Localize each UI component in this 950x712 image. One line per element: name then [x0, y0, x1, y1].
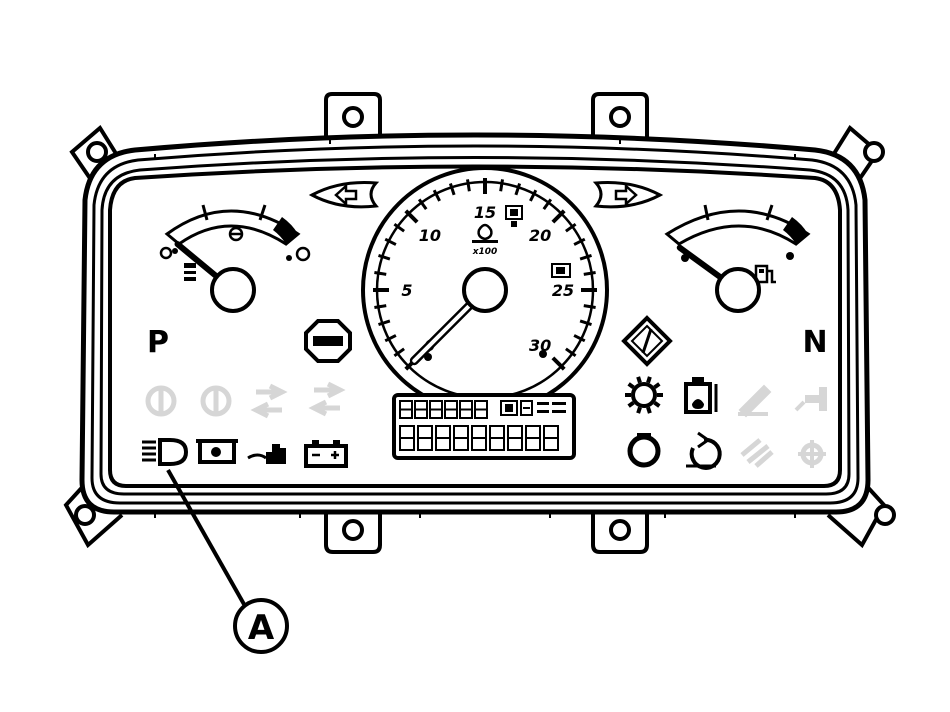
inactive-pto-icon: [794, 387, 827, 412]
tach-label: 15: [474, 203, 496, 222]
sun-ray: [653, 401, 661, 408]
bezel-ticks: [154, 140, 796, 518]
tach-tick: [565, 347, 577, 358]
tach-tick: [583, 304, 596, 310]
brake-icon-1: [145, 385, 177, 417]
sun-ray: [627, 401, 635, 408]
sun-ray: [646, 376, 652, 384]
tach-label: 30: [529, 336, 551, 355]
sun-ray: [646, 406, 652, 414]
inactive-creep-icon-1: [740, 438, 774, 468]
tach-tick: [551, 209, 566, 224]
tach-tick: [579, 319, 592, 327]
tach-tick: [374, 304, 387, 310]
regeneration-icon: [686, 431, 722, 470]
lcd-fuel-icon: [520, 400, 533, 416]
tach-tick: [448, 183, 456, 196]
sun-ray: [636, 406, 642, 414]
fuel-gauge-red-zone: [783, 217, 808, 244]
sun-ray: [636, 376, 642, 384]
tach-tick: [417, 198, 428, 210]
tachometer: 051015202530 x100: [361, 166, 609, 414]
inactive-pen-icon: [738, 384, 772, 418]
callout-label: A: [248, 608, 275, 648]
tach-tick: [529, 189, 538, 202]
tach-tick: [374, 270, 387, 276]
tach-tick: [404, 209, 419, 224]
work-light-icon: [196, 439, 238, 464]
stop-warning-icon: [304, 319, 352, 363]
engine-oil-icon: [472, 223, 498, 243]
tach-label: 5: [401, 281, 412, 300]
tach-tick: [514, 183, 522, 196]
glow-plug-icon: [247, 444, 286, 464]
temp-gauge-red-zone: [273, 217, 298, 244]
tach-tick: [565, 222, 577, 233]
coolant-temperature-gauge: [159, 204, 311, 313]
engine-coolant-level-icon: [627, 433, 661, 468]
inactive-indicators-left: [145, 381, 346, 419]
callout-circle: [233, 598, 289, 654]
fuel-gauge: [664, 204, 811, 313]
tach-hub: [462, 267, 508, 313]
tach-tick: [579, 253, 592, 261]
callout-leader-line: [166, 469, 247, 607]
fuel-gauge-hub: [715, 267, 761, 313]
tach-hour-icon-upper: [505, 205, 523, 227]
tach-tick: [378, 319, 391, 327]
tach-tick: [573, 334, 586, 343]
tach-tick: [583, 270, 596, 276]
mounting-tab-top-left: [324, 92, 382, 140]
lcd-bottom-row: [399, 425, 559, 451]
tach-tick: [393, 222, 405, 233]
lcd-unit-glyphs: [537, 402, 566, 413]
tach-tick: [542, 198, 553, 210]
mounting-tab-top-right: [591, 92, 649, 140]
tach-tick: [393, 347, 405, 358]
lcd-display: [392, 393, 576, 460]
callout-a: A: [166, 469, 289, 654]
tach-tick: [465, 179, 471, 192]
master-warning-icon: [621, 315, 673, 367]
tach-tick: [499, 179, 505, 192]
tach-multiplier-label: x100: [472, 247, 498, 257]
temp-cold-dot: [159, 246, 173, 260]
inactive-indicators-right: [738, 384, 827, 468]
neutral-indicator-label: N: [802, 325, 827, 360]
brake-icon-2: [200, 385, 232, 417]
tach-label: 25: [552, 281, 574, 300]
tach-tick: [551, 356, 566, 371]
tach-hour-icon-lower: [551, 263, 571, 278]
left-turn-signal-icon: [308, 181, 380, 209]
sun-ray: [627, 382, 635, 389]
sun-ray: [653, 382, 661, 389]
right-turn-signal-icon: [592, 181, 664, 209]
lcd-hourmeter-icon: [500, 400, 518, 416]
tach-label: 20: [529, 226, 551, 245]
lcd-top-row: [399, 400, 488, 419]
battery-icon: [304, 440, 348, 468]
mounting-tab-bottom-left: [324, 505, 382, 554]
tach-tick: [432, 189, 441, 202]
mounting-tab-bottom-right: [591, 505, 649, 554]
park-indicator-label: P: [147, 325, 169, 360]
coolant-temperature-icon: [184, 263, 196, 281]
inactive-creep-icon-2: [798, 440, 826, 468]
transfer-arrows-icon-2: [308, 381, 346, 417]
tach-tick-marks: [373, 178, 597, 371]
temp-hot-dot: [295, 246, 311, 262]
tach-tick: [378, 253, 391, 261]
hydraulic-oil-filter-icon: [684, 377, 718, 414]
fuel-pump-icon: [754, 264, 776, 284]
thermometer-icon: [228, 226, 244, 242]
sun-gear-icon: [625, 376, 663, 414]
temp-gauge-hub: [210, 267, 256, 313]
tach-tick: [384, 237, 397, 246]
tach-label: 10: [419, 226, 441, 245]
transfer-arrows-icon-1: [250, 383, 288, 419]
tach-tick: [384, 334, 397, 343]
headlight-icon: [142, 438, 189, 466]
tach-tick: [573, 237, 586, 246]
